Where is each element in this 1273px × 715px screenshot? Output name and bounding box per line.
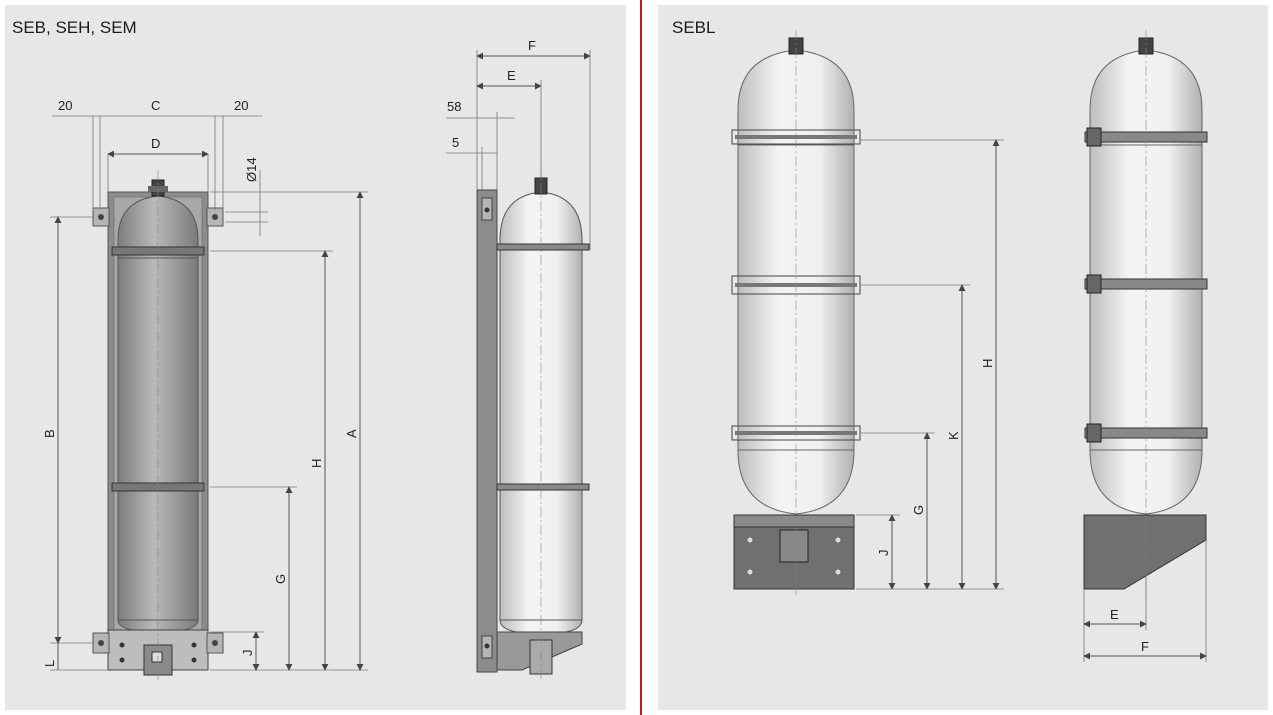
dim-label-a: A	[344, 429, 359, 438]
front-view-dimensions: 20 C 20 D Ø14 A H G J B L	[42, 98, 368, 671]
sebl-side-dimensions: E F	[1083, 540, 1207, 662]
dim-label-g: G	[273, 574, 288, 584]
side-dim-label-e: E	[507, 68, 516, 83]
sebl-side-dim-label-f: F	[1141, 639, 1149, 654]
side-view-assembly	[476, 165, 590, 680]
sebl-side-assembly	[1083, 30, 1208, 600]
sebl-dim-label-g: G	[911, 505, 926, 515]
panel-title-right: SEBL	[672, 18, 716, 37]
sebl-dim-label-k: K	[946, 431, 961, 440]
sebl-side-dim-label-e: E	[1110, 607, 1119, 622]
dim-label-b: B	[42, 429, 57, 438]
sebl-front-dimensions: H K G J	[856, 139, 1004, 590]
front-view-assembly	[92, 170, 224, 680]
dim-label-20-right: 20	[234, 98, 248, 113]
side-dim-label-f: F	[528, 38, 536, 53]
dim-label-l: L	[42, 660, 57, 667]
dim-label-d: D	[151, 136, 160, 151]
side-dim-label-58: 58	[447, 99, 461, 114]
sebl-dim-label-j: J	[876, 550, 891, 557]
sebl-side-bracket	[1083, 514, 1207, 590]
dim-label-diameter-14: Ø14	[244, 157, 259, 182]
vessel-body	[117, 257, 199, 621]
dim-label-c: C	[151, 98, 160, 113]
sebl-dim-label-h: H	[980, 359, 995, 368]
sebl-front-assembly	[731, 30, 861, 595]
wall-rail	[476, 189, 498, 673]
dim-label-h: H	[309, 459, 324, 468]
panel-divider	[640, 0, 642, 715]
dim-label-j: J	[240, 650, 255, 657]
dim-label-20-left: 20	[58, 98, 72, 113]
side-dim-label-5: 5	[452, 135, 459, 150]
side-view-dimensions: F E 58 5	[446, 38, 591, 250]
panel-title-left: SEB, SEH, SEM	[12, 18, 137, 37]
